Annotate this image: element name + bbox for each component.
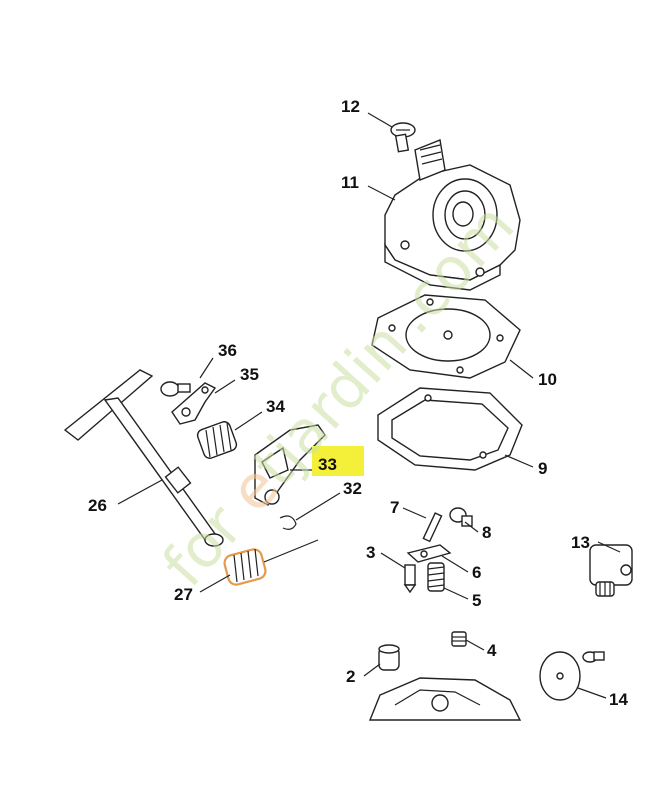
callout-36: 36 xyxy=(218,341,237,360)
callout-6: 6 xyxy=(472,563,481,582)
part-14-disc xyxy=(539,651,605,701)
part-13-assembly xyxy=(589,544,633,597)
callout-2: 2 xyxy=(346,667,355,686)
callout-4: 4 xyxy=(487,641,497,660)
lower-carburetor-body xyxy=(368,677,522,721)
callout-14: 14 xyxy=(609,690,628,709)
part-33-lever xyxy=(254,424,326,506)
part-10-diaphragm xyxy=(371,294,521,379)
callout-5: 5 xyxy=(472,591,481,610)
part-6-lever xyxy=(406,544,452,563)
part-9-gasket xyxy=(377,387,523,471)
callout-7: 7 xyxy=(390,498,399,517)
callout-35: 35 xyxy=(240,365,259,384)
leader-lines xyxy=(117,112,621,699)
part-2-plug xyxy=(378,644,400,671)
part-3-needle xyxy=(403,564,417,594)
part-4-screw xyxy=(451,631,467,647)
callout-labels: 12 11 10 9 36 35 34 33 32 26 27 7 8 3 6 … xyxy=(88,97,628,709)
callout-10: 10 xyxy=(538,370,557,389)
callout-33: 33 xyxy=(318,455,337,474)
callout-3: 3 xyxy=(366,543,375,562)
part-12-screw xyxy=(390,122,416,153)
callout-8: 8 xyxy=(482,523,491,542)
callout-27: 27 xyxy=(174,585,193,604)
callout-11: 11 xyxy=(341,173,359,192)
callout-12: 12 xyxy=(341,97,360,116)
part-32-clip xyxy=(279,515,297,530)
callout-32: 32 xyxy=(343,479,362,498)
part-11-carburetor-body xyxy=(384,139,521,291)
callout-34: 34 xyxy=(266,397,285,416)
part-8-screw xyxy=(449,507,473,527)
callout-26: 26 xyxy=(88,496,107,515)
part-5-spring xyxy=(427,562,445,592)
callout-13: 13 xyxy=(571,533,590,552)
callout-9: 9 xyxy=(538,459,547,478)
highlight-box-33 xyxy=(312,446,364,476)
part-36-screw xyxy=(160,381,191,397)
part-34-spring xyxy=(196,421,238,459)
part-27-spring xyxy=(223,539,319,586)
part-7-pin xyxy=(422,512,443,543)
part-26-shaft xyxy=(63,369,224,547)
part-35-lever xyxy=(171,382,217,425)
